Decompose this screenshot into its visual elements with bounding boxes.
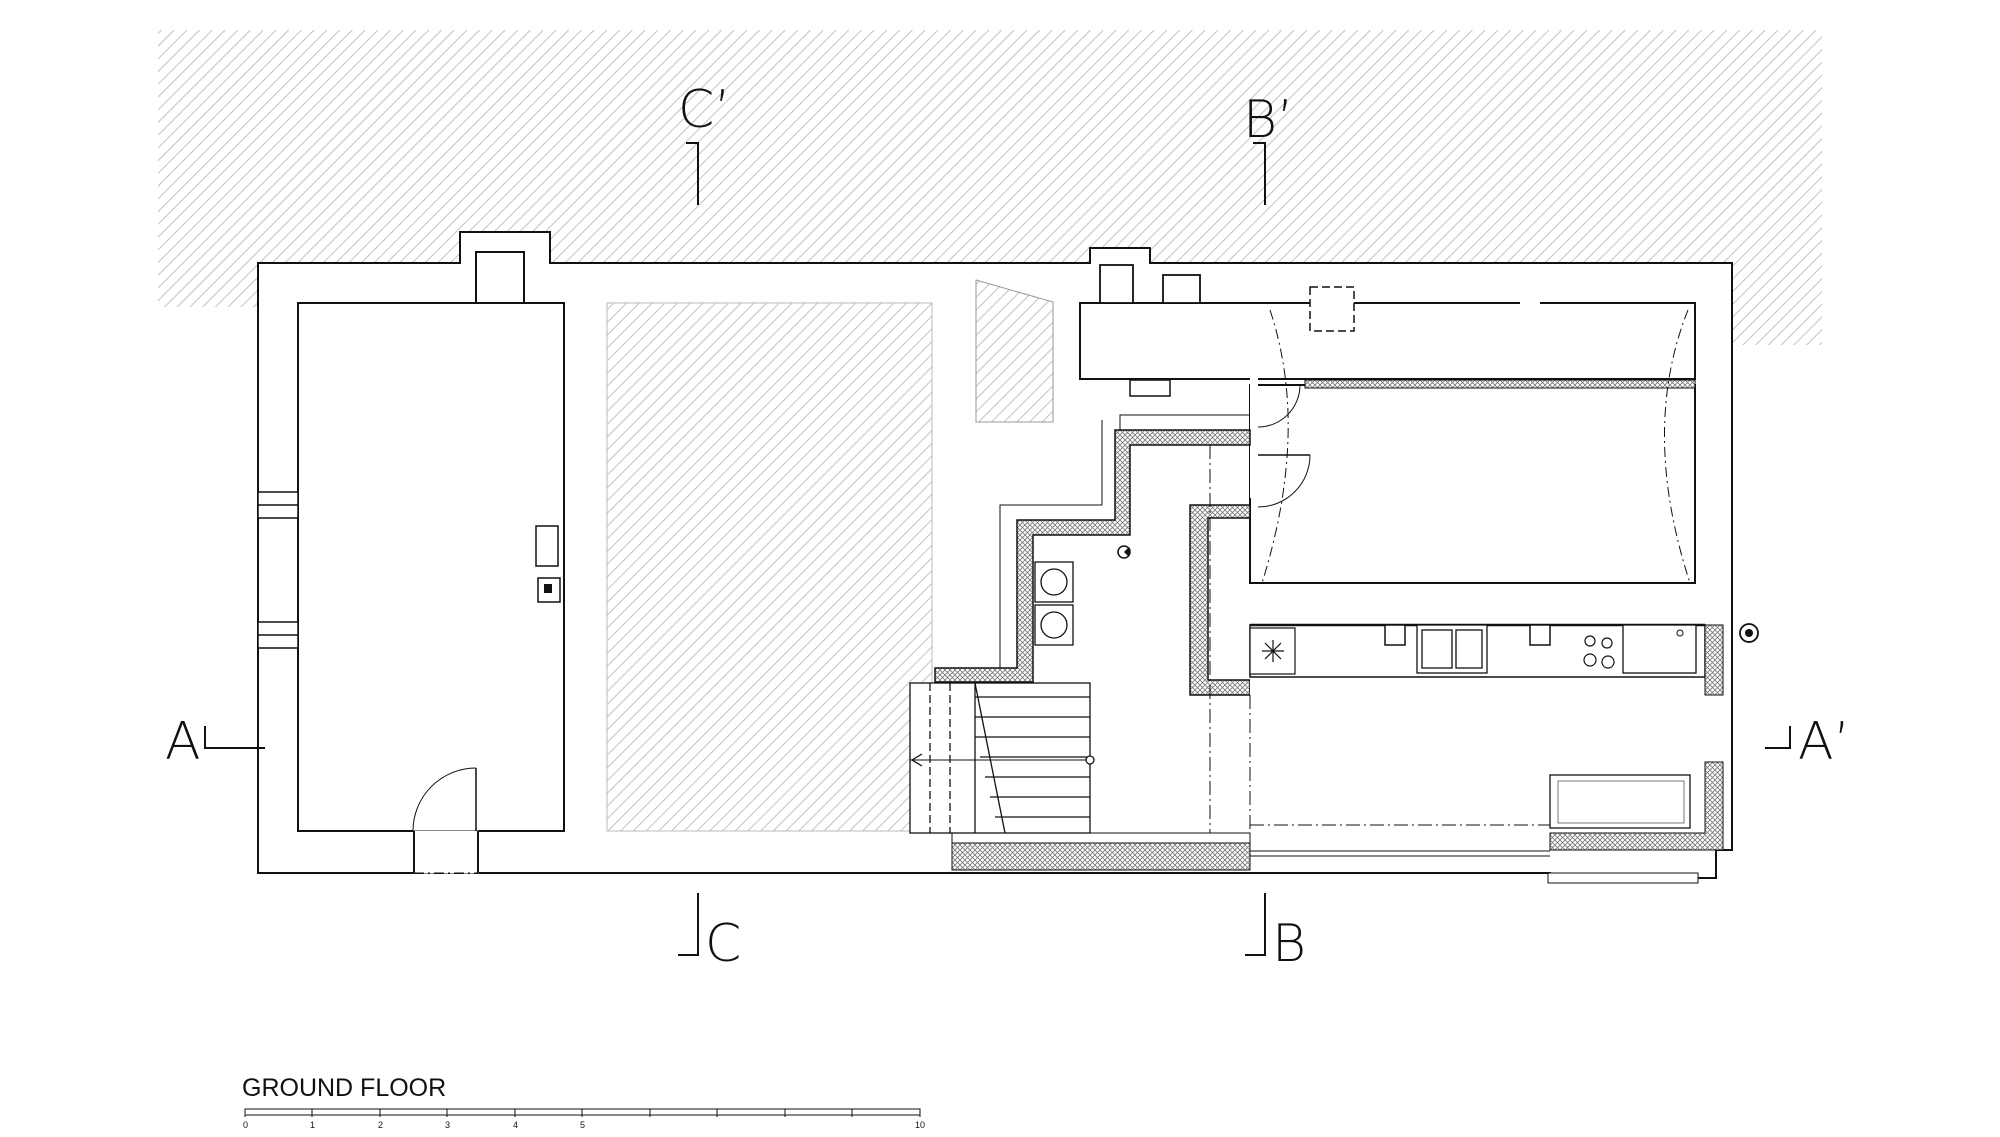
sink (1416, 624, 1488, 674)
insulation-bottom-right (1549, 761, 1724, 851)
ledge-right (1129, 379, 1171, 397)
fridge (1622, 624, 1697, 674)
scale-bar (244, 1108, 921, 1117)
cooktop (1583, 635, 1615, 669)
section-label-b: B (1272, 914, 1306, 974)
scale-tick-4: 4 (513, 1120, 518, 1130)
double-door (1250, 378, 1311, 508)
stair (909, 682, 1095, 834)
terrain-hatch (158, 30, 1822, 345)
scale-tick-2: 2 (378, 1120, 383, 1130)
flue-mark (544, 584, 552, 593)
scale-tick-1: 1 (310, 1120, 315, 1130)
section-label-a-prime: A’ (1798, 712, 1850, 772)
section-label-b-prime: B’ (1243, 90, 1294, 150)
appliance-star (1249, 627, 1296, 675)
kitchen-bench (1549, 774, 1691, 829)
chimney-right-3 (1309, 286, 1355, 332)
section-marker-b (1245, 893, 1266, 956)
room-top-right (1079, 302, 1696, 380)
room-vaulted (1249, 384, 1696, 584)
section-label-c: C (705, 914, 741, 974)
scale-tick-5: 5 (580, 1120, 585, 1130)
dash-dot-axes (1195, 444, 1550, 833)
section-marker-a-prime (1765, 726, 1791, 749)
insulation-strip-top (1304, 379, 1696, 389)
section-label-a: A (165, 712, 201, 772)
scale-tick-0: 0 (243, 1120, 248, 1130)
insulation-right (1704, 624, 1724, 696)
window-left-wall (257, 491, 299, 649)
room-left (297, 302, 565, 832)
chimney-right-1 (1099, 264, 1134, 304)
section-marker-b-prime (1253, 142, 1266, 205)
section-marker-c (678, 893, 699, 956)
courtyard-hatch (606, 302, 933, 832)
laundry-units (1034, 561, 1074, 646)
drawing-title: GROUND FLOOR (242, 1074, 446, 1102)
insulated-wall-stepped (934, 414, 1251, 683)
glazing-line (1250, 850, 1550, 874)
section-marker-a (204, 726, 265, 749)
scale-tick-3: 3 (445, 1120, 450, 1130)
flue-box (535, 525, 559, 567)
door-left-room (412, 767, 479, 874)
section-marker-c-prime (686, 142, 699, 205)
chimney-left (475, 251, 525, 304)
chimney-right-2 (1162, 274, 1201, 304)
hatched-bench (975, 279, 1054, 423)
scale-tick-10: 10 (915, 1120, 925, 1130)
section-label-c-prime: C’ (678, 80, 731, 140)
